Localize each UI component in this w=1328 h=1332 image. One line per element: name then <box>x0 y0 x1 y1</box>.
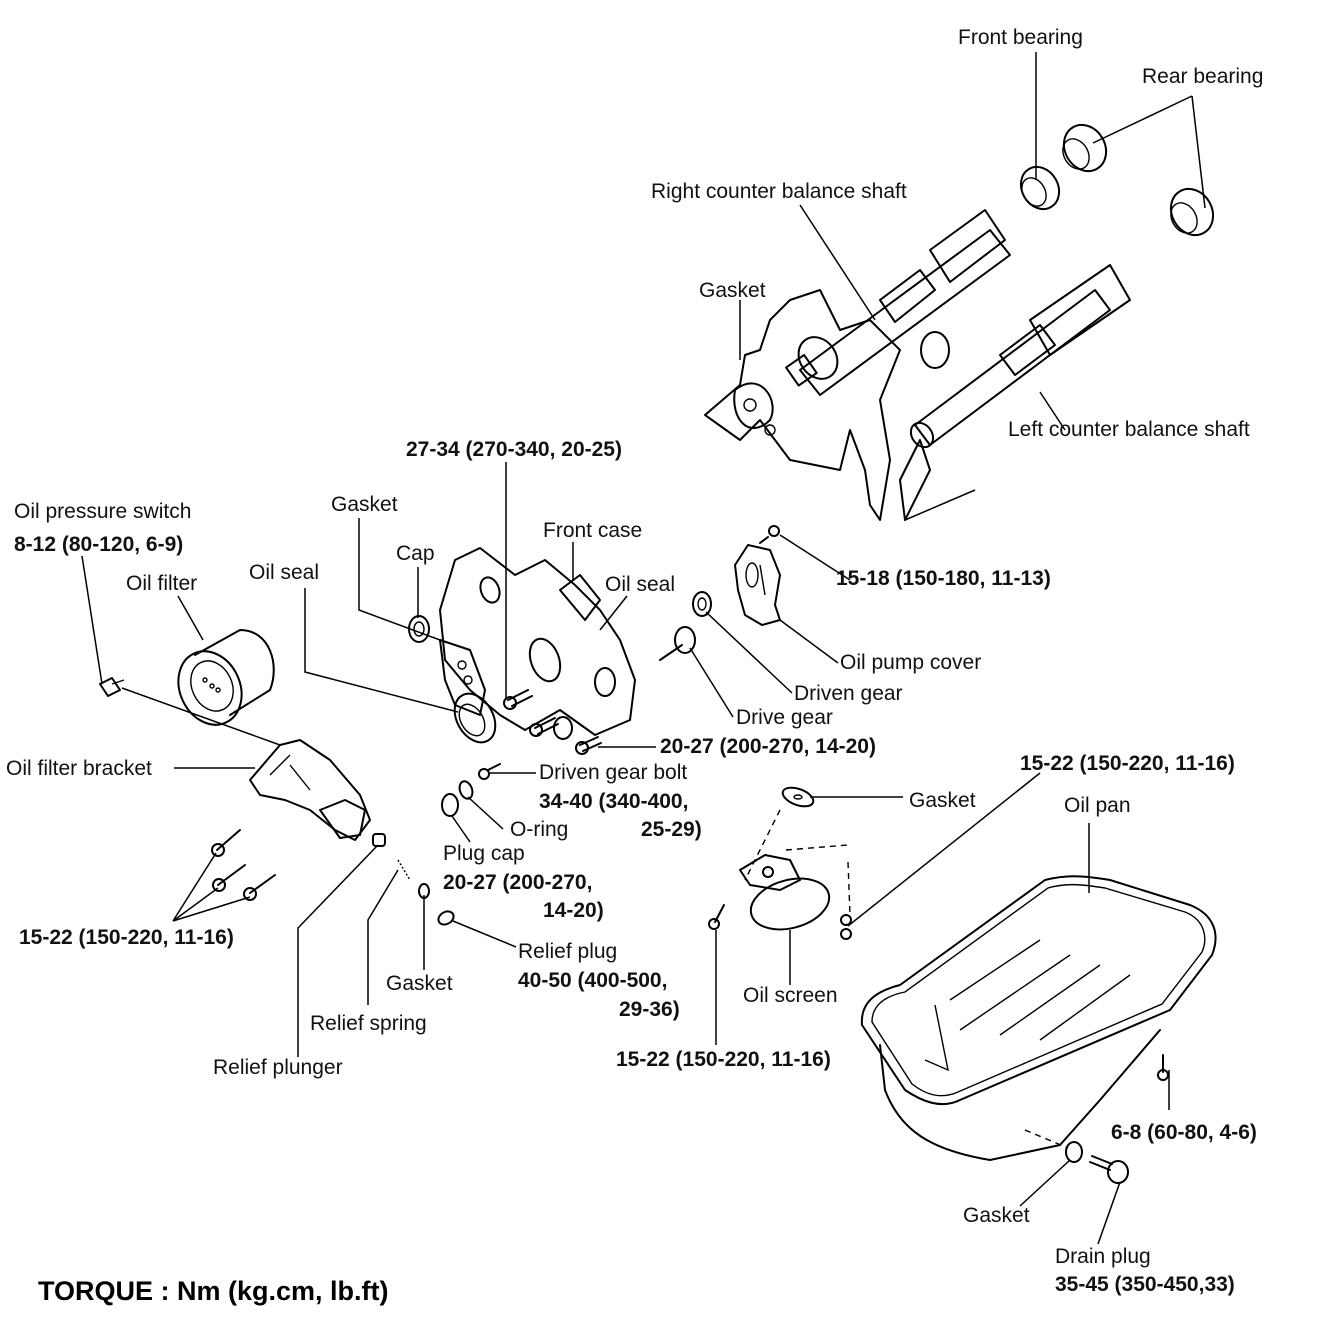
torque-oil-pan-bolt: 15-22 (150-220, 11-16) <box>1020 752 1235 775</box>
label-oil-pressure-switch: Oil pressure switch <box>14 500 192 523</box>
torque-front-case-lower: 20-27 (200-270, 14-20) <box>660 735 876 758</box>
label-oil-pump-cover: Oil pump cover <box>840 651 982 674</box>
label-gasket-relief: Gasket <box>386 972 453 995</box>
torque-units-legend: TORQUE : Nm (kg.cm, lb.ft) <box>38 1276 389 1306</box>
torque-plug-cap-a: 20-27 (200-270, <box>443 871 593 894</box>
oil-filter-bracket-part <box>249 739 371 841</box>
oil-pan-bolt <box>1157 1054 1169 1081</box>
right-counter-balance-shaft-part <box>785 209 1011 396</box>
drain-plug-part <box>1089 1155 1129 1184</box>
oil-screen-part <box>739 854 831 931</box>
rear-bearing-part <box>1062 123 1108 173</box>
label-driven-gear: Driven gear <box>794 682 903 705</box>
label-left-counter-balance-shaft: Left counter balance shaft <box>1008 418 1250 441</box>
torque-oil-pump-cover: 15-18 (150-180, 11-13) <box>836 567 1051 590</box>
torque-driven-gear-bolt-a: 34-40 (340-400, <box>539 790 689 813</box>
label-relief-spring: Relief spring <box>310 1012 427 1035</box>
torque-bracket-bolts: 15-22 (150-220, 11-16) <box>19 926 234 949</box>
leader-lines <box>81 52 1206 1245</box>
torque-driven-gear-bolt-b: 25-29) <box>641 818 702 841</box>
label-oil-screen: Oil screen <box>743 984 838 1007</box>
o-ring-plug-cap-parts <box>441 763 501 817</box>
label-drain-plug: Drain plug <box>1055 1245 1151 1268</box>
rear-bearing-part-2 <box>1169 187 1215 237</box>
torque-relief-plug-a: 40-50 (400-500, <box>518 969 668 992</box>
front-bearing-part <box>1019 165 1061 211</box>
driven-gear-part <box>692 591 712 617</box>
label-oil-filter: Oil filter <box>126 572 198 595</box>
label-gasket-screen: Gasket <box>909 789 976 812</box>
label-front-bearing: Front bearing <box>958 26 1083 49</box>
label-oil-seal-right: Oil seal <box>605 573 676 596</box>
torque-front-case-bolt: 27-34 (270-340, 20-25) <box>406 438 622 461</box>
drive-gear-part <box>659 626 696 661</box>
label-drive-gear: Drive gear <box>736 706 833 729</box>
label-relief-plunger: Relief plunger <box>213 1056 343 1079</box>
oil-seal-part <box>453 692 497 744</box>
label-oil-seal-left: Oil seal <box>249 561 320 584</box>
oil-pump-cover-part <box>734 544 781 626</box>
label-driven-gear-bolt: Driven gear bolt <box>539 761 688 784</box>
drain-gasket-part <box>1065 1141 1083 1163</box>
torque-oil-screen-bolt: 15-22 (150-220, 11-16) <box>616 1048 831 1071</box>
label-o-ring: O-ring <box>510 818 569 841</box>
label-cap: Cap <box>396 542 435 565</box>
label-relief-plug: Relief plug <box>518 940 618 963</box>
bracket-bolts <box>211 829 276 901</box>
screen-bolts <box>708 904 852 940</box>
torque-oil-pressure-switch: 8-12 (80-120, 6-9) <box>14 533 184 556</box>
screen-gasket-part <box>781 786 815 808</box>
label-oil-filter-bracket: Oil filter bracket <box>6 757 152 780</box>
pump-cover-bolt <box>759 525 780 544</box>
oil-pan-part <box>860 875 1217 1161</box>
cylinder-block-gasket-part <box>704 289 976 521</box>
torque-oil-pan-small-bolt: 6-8 (60-80, 4-6) <box>1111 1121 1257 1144</box>
oil-pressure-switch-part <box>99 677 125 697</box>
label-gasket-top: Gasket <box>699 279 766 302</box>
torque-relief-plug-b: 29-36) <box>619 998 680 1021</box>
oil-filter-part <box>177 629 275 726</box>
front-case-bolts <box>503 689 602 755</box>
label-rear-bearing: Rear bearing <box>1142 65 1264 88</box>
label-gasket-case: Gasket <box>331 493 398 516</box>
left-counter-balance-shaft-part <box>909 264 1131 449</box>
label-oil-pan: Oil pan <box>1064 794 1131 817</box>
label-right-counter-balance-shaft: Right counter balance shaft <box>651 180 907 203</box>
label-plug-cap: Plug cap <box>443 842 525 865</box>
torque-plug-cap-b: 14-20) <box>543 899 604 922</box>
label-front-case: Front case <box>543 519 643 542</box>
torque-drain-plug: 35-45 (350-450,33) <box>1055 1273 1235 1296</box>
dashed-guide-lines <box>744 809 1069 1149</box>
label-gasket-drain: Gasket <box>963 1204 1030 1227</box>
